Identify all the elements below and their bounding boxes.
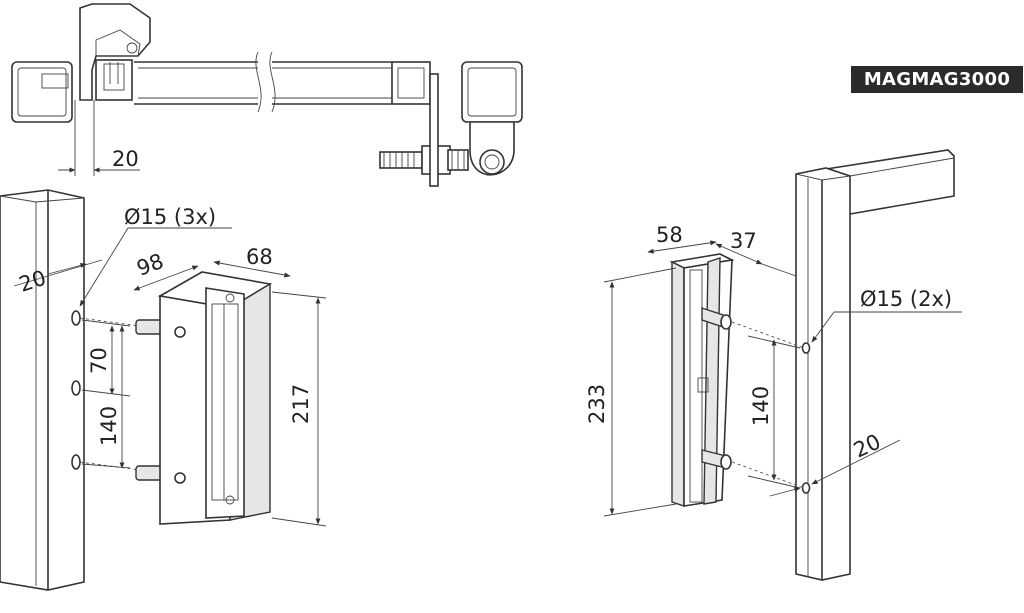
product-code-badge: MAGMAG3000 bbox=[851, 66, 1023, 93]
dim-right-width: 58 bbox=[656, 223, 683, 247]
dim-left-spacing-large: 140 bbox=[97, 406, 121, 446]
dim-top-offset: 20 bbox=[112, 147, 139, 171]
dim-left-height: 217 bbox=[289, 384, 313, 424]
right-mount-view: 58 37 Ø15 (2x) 233 140 20 bbox=[585, 149, 962, 581]
dim-right-spacing: 140 bbox=[749, 386, 773, 426]
dim-left-spacing-small: 70 bbox=[87, 347, 111, 374]
dim-left-depth: 98 bbox=[134, 249, 167, 281]
left-mount-view: Ø15 (3x) 20 98 68 70 140 217 bbox=[0, 189, 327, 591]
dim-left-width: 68 bbox=[246, 245, 273, 269]
dim-right-height: 233 bbox=[585, 384, 609, 424]
dim-right-depth: 37 bbox=[730, 229, 757, 253]
dim-left-hole-dia: Ø15 (3x) bbox=[124, 205, 216, 229]
top-plan-view: 20 bbox=[11, 3, 523, 187]
dim-right-post-side: 20 bbox=[850, 429, 884, 462]
dim-right-hole-dia: Ø15 (2x) bbox=[860, 287, 952, 311]
